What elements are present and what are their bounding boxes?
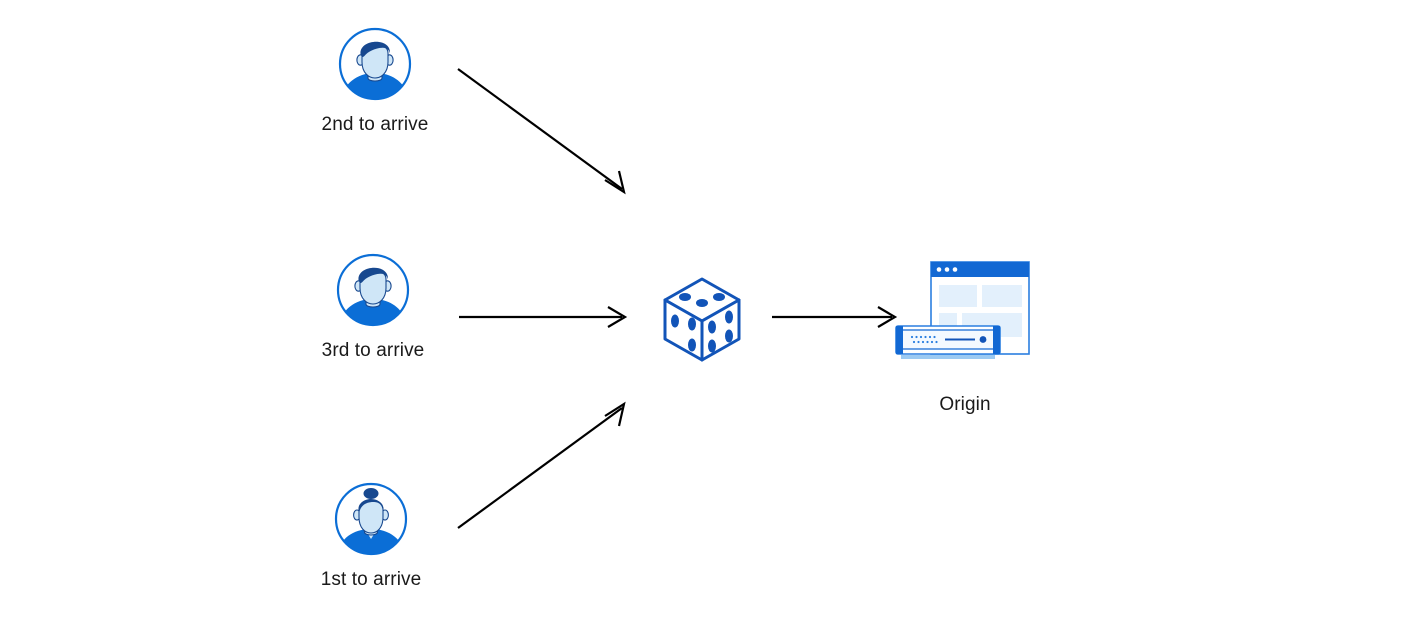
user-avatar-icon (338, 27, 412, 101)
node-label-client-1st: 1st to arrive (320, 569, 422, 590)
dice-icon (663, 277, 741, 362)
node-label-client-2nd: 2nd to arrive (321, 114, 429, 135)
connector-2nd-to-dice (457, 68, 626, 195)
user-avatar-icon (334, 482, 408, 556)
node-randomizer[interactable] (648, 262, 758, 375)
origin-server-icon (895, 261, 1030, 359)
router-device-icon (895, 325, 1001, 359)
node-label-origin: Origin (939, 394, 991, 415)
node-client-2nd[interactable]: 2nd to arrive (295, 26, 455, 137)
user-avatar-icon (336, 253, 410, 327)
node-origin[interactable]: Origin (875, 258, 1055, 417)
connector-1st-to-dice (457, 401, 626, 529)
node-label-client-3rd: 3rd to arrive (321, 340, 425, 361)
connector-3rd-to-dice (459, 306, 628, 328)
node-client-3rd[interactable]: 3rd to arrive (293, 252, 453, 363)
node-client-1st[interactable]: 1st to arrive (291, 481, 451, 592)
